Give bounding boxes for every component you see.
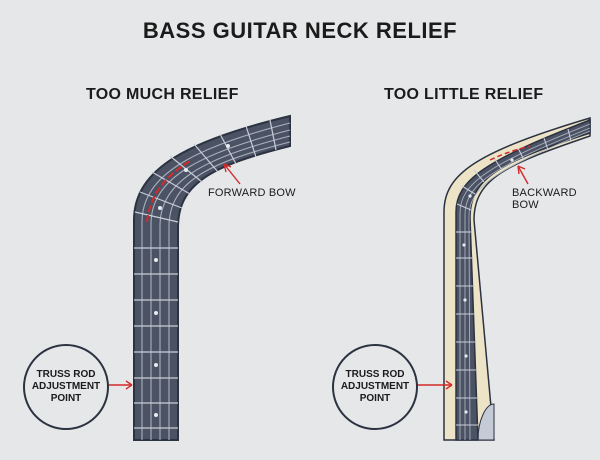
right-frets xyxy=(456,128,572,426)
right-truss-rod-arrow xyxy=(416,380,453,390)
left-neck xyxy=(106,114,291,441)
right-truss-rod-label: TRUSS ROD ADJUSTMENT POINT xyxy=(332,344,418,430)
backward-bow-label: BACKWARD BOW xyxy=(512,187,577,211)
right-bow-indicator xyxy=(489,145,531,161)
left-bow-indicator xyxy=(146,159,193,223)
left-fret-markers xyxy=(154,144,230,417)
right-strings xyxy=(459,123,591,441)
left-frets xyxy=(134,119,277,429)
too-much-relief-heading: TOO MUCH RELIEF xyxy=(86,86,239,103)
forward-bow-arrow xyxy=(223,163,241,185)
right-neck xyxy=(416,116,591,441)
backward-bow-arrow xyxy=(517,165,529,185)
left-truss-rod-label: TRUSS ROD ADJUSTMENT POINT xyxy=(23,344,109,430)
left-neck-body xyxy=(133,114,291,441)
too-little-relief-heading: TOO LITTLE RELIEF xyxy=(384,86,544,103)
left-truss-rod-arrow xyxy=(106,380,133,390)
forward-bow-label: FORWARD BOW xyxy=(208,187,296,199)
right-fret-markers xyxy=(462,158,514,414)
diagram-title: BASS GUITAR NECK RELIEF xyxy=(142,18,458,43)
right-neck-fretboard xyxy=(455,118,591,441)
